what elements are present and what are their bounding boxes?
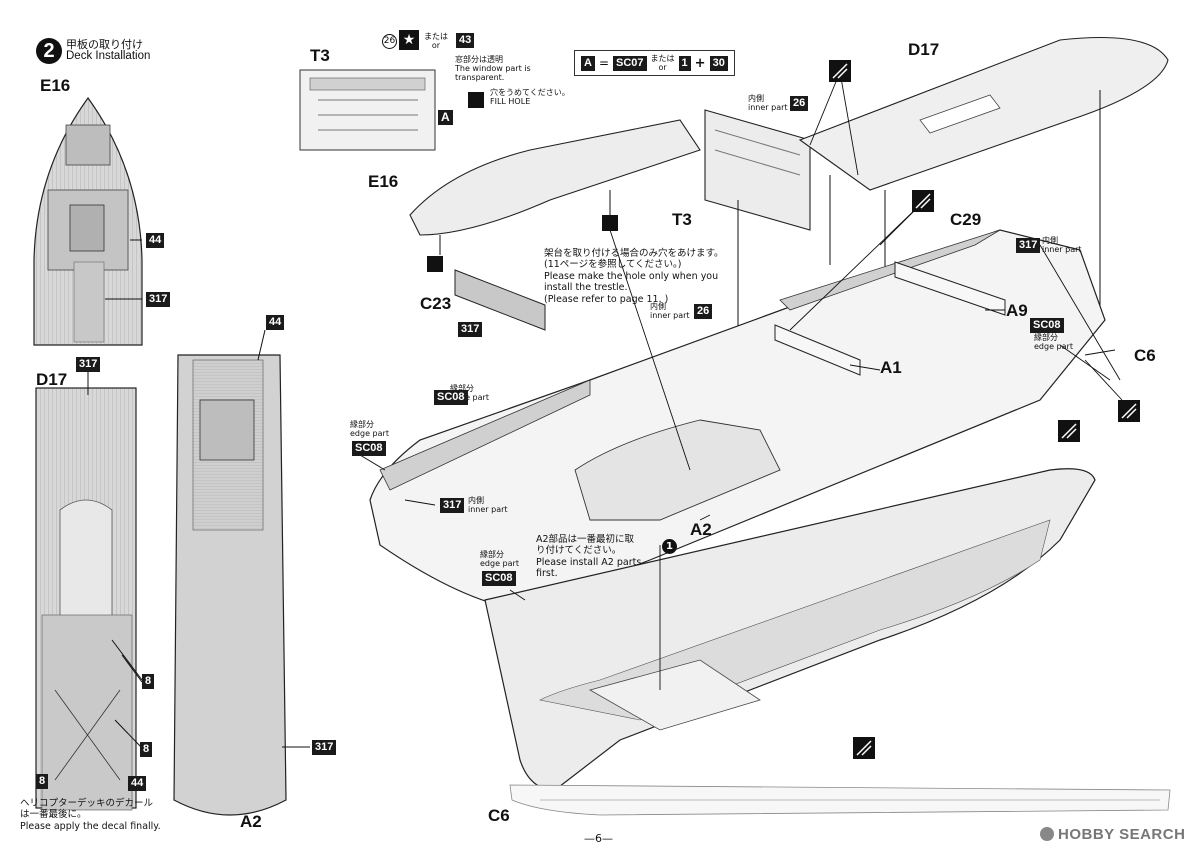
c23-part-view: [454, 269, 546, 331]
paint-badge-26-t3: 26: [790, 96, 809, 111]
label-a2-left: A2: [240, 812, 262, 831]
t3-part-view: [299, 69, 436, 151]
trestle-note: 架台を取り付ける場合のみ穴をあけます。 (11ページを参照してください。) Pl…: [544, 248, 724, 305]
step-number-badge: 2: [36, 38, 62, 64]
label-a1: A1: [880, 358, 902, 377]
step-title-jp: 甲板の取り付け: [66, 38, 143, 51]
label-t3-top: T3: [310, 46, 330, 65]
label-c23: C23: [420, 294, 452, 313]
decal-marker-icons: [829, 60, 1140, 759]
star-icon: ★: [399, 30, 419, 50]
watermark: HOBBY SEARCH: [1040, 826, 1185, 843]
paint-badge-317-c29: 317: [1016, 238, 1041, 253]
formula-ref-a: A: [438, 110, 453, 125]
paint-badge-317-a2: 317: [312, 740, 337, 755]
paint-badge-8-c: 8: [36, 774, 49, 789]
drill-icons: [427, 92, 618, 272]
a2-first-note: A2部品は一番最初に取 り付けてください。 Please install A2 …: [536, 534, 642, 580]
paint-badge-317: 317: [146, 292, 171, 307]
heli-deck-note: ヘリコプターデッキのデカール は一番最後に。 Please apply the …: [20, 798, 161, 832]
label-d17-left: D17: [36, 370, 68, 389]
hull-upper-view: [369, 229, 1106, 611]
label-c6-bottom: C6: [488, 806, 510, 825]
paint-badge-44-a2: 44: [266, 315, 285, 330]
label-e16-left: E16: [40, 76, 71, 95]
d17-deck-view: [35, 370, 143, 811]
paint-badge-sc08-lower: SC08: [482, 571, 516, 586]
label-c6-right: C6: [1134, 346, 1156, 365]
paint-badge-43: 43: [456, 33, 475, 48]
e16-deck-view: [33, 96, 143, 346]
step-title-en: Deck Installation: [66, 50, 151, 62]
paint-badge-317-d17: 317: [76, 357, 101, 372]
a2-deck-view: [173, 329, 310, 816]
window-note: 窓部分は透明 The window part is transparent.: [455, 55, 531, 83]
c6-part-view: [509, 784, 1171, 816]
paint-badge-317-inner: 317: [440, 498, 465, 513]
label-a2-mid: A2: [690, 520, 712, 539]
callout-1-icon: 1: [662, 539, 677, 554]
paint-badge-sc08-upper: SC08: [434, 390, 468, 405]
circle-badge-26: 26: [382, 34, 397, 49]
page-number: —6—: [584, 832, 613, 845]
formula-a: A: [581, 55, 595, 71]
label-a9: A9: [1006, 301, 1028, 320]
paint-badge-sc08-left: SC08: [352, 441, 386, 456]
paint-badge-44: 44: [146, 233, 165, 248]
paint-badge-8-b: 8: [140, 742, 153, 757]
e16-part-view: [409, 119, 701, 255]
label-d17-top: D17: [908, 40, 940, 59]
paint-badge-317-c23: 317: [458, 322, 483, 337]
paint-badge-26-mid: 26: [694, 304, 713, 319]
label-t3-wall: T3: [672, 210, 692, 229]
paint-badge-8-a: 8: [142, 674, 155, 689]
paint-badge-44-d17: 44: [128, 776, 147, 791]
label-e16-part: E16: [368, 172, 399, 191]
watermark-logo-icon: [1040, 827, 1054, 841]
formula-sc07: SC07: [613, 55, 647, 71]
label-c29: C29: [950, 210, 982, 229]
leader-lines: [359, 71, 1123, 690]
d17-part-view: [798, 36, 1169, 360]
hull-lower-view: [484, 468, 1096, 791]
fill-hole-note: 穴をうめてください。 FILL HOLE: [490, 88, 570, 107]
paint-badge-sc08-right: SC08: [1030, 318, 1064, 333]
formula-1: 1: [678, 55, 691, 71]
formula-30: 30: [709, 55, 728, 71]
